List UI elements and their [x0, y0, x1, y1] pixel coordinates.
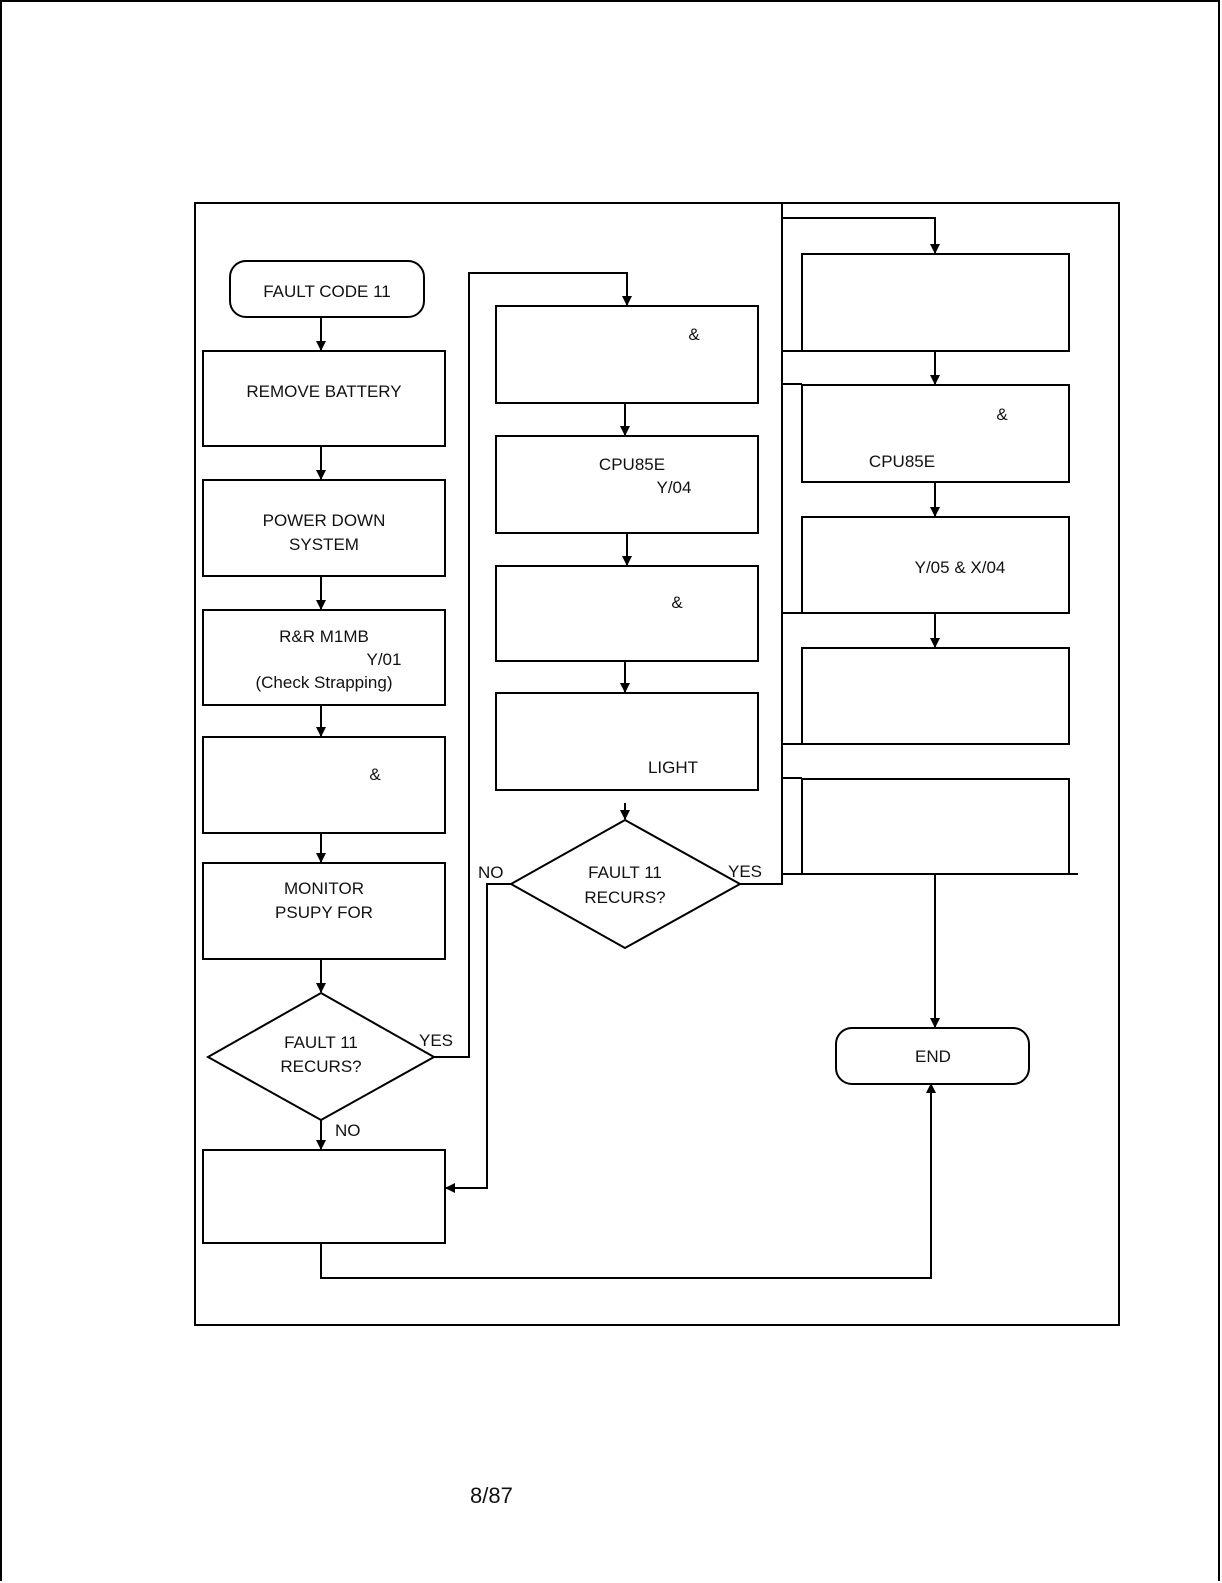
process-power-down[interactable] — [202, 479, 446, 577]
node-text-mid-2: CPU85E Y/04 — [599, 455, 692, 497]
node-text-decision-left: FAULT 11 RECURS? — [280, 1033, 361, 1076]
edge-label-mid-yes: YES — [728, 862, 762, 881]
node-text-decision-mid: FAULT 11 RECURS? — [584, 863, 665, 907]
node-text-end: END — [915, 1047, 951, 1066]
node-text-remove-battery: REMOVE BATTERY — [246, 382, 401, 401]
node-text-line: CPU85E — [869, 452, 935, 471]
node-text-line: FAULT 11 — [284, 1033, 358, 1052]
node-text-right-3: Y/05 & X/04 — [915, 558, 1006, 577]
process-remove-battery[interactable] — [202, 350, 446, 447]
node-text-line: & — [671, 593, 683, 612]
edge-label-left-yes: YES — [419, 1031, 453, 1050]
node-text-mid-4: LIGHT — [648, 758, 698, 777]
node-text-line: CPU85E — [599, 455, 665, 474]
decision-mid[interactable] — [508, 818, 743, 950]
node-text-line: POWER DOWN — [263, 511, 386, 530]
start-terminator[interactable] — [229, 260, 425, 318]
process-right-5[interactable] — [801, 778, 1070, 875]
connectors-mid — [445, 403, 782, 1193]
node-text-rr-m1mb: R&R M1MB Y/01 (Check Strapping) — [255, 627, 401, 692]
node-text-line: FAULT CODE 11 — [263, 282, 391, 301]
node-text-line: Y/01 — [367, 650, 402, 669]
node-text-line: PSUPY FOR — [275, 903, 373, 922]
edge-label-mid-no: NO — [478, 863, 504, 882]
node-text-line: RECURS? — [280, 1057, 361, 1076]
connectors-right — [782, 217, 1078, 1028]
node-text-line: Y/05 & X/04 — [915, 558, 1006, 577]
node-text-monitor: MONITOR PSUPY FOR — [275, 879, 373, 922]
node-text-line: (Check Strapping) — [255, 673, 392, 692]
node-text-line: SYSTEM — [289, 535, 359, 554]
process-right-3[interactable] — [801, 516, 1070, 614]
process-mid-3[interactable] — [495, 565, 759, 662]
process-monitor[interactable] — [202, 862, 446, 960]
process-right-4[interactable] — [801, 647, 1070, 745]
node-text-line: FAULT 11 — [588, 863, 662, 882]
edge-label-left-no: NO — [335, 1121, 361, 1140]
node-text-mid-3: & — [671, 593, 683, 612]
node-text-line: Y/04 — [657, 478, 692, 497]
node-text-right-2: & CPU85E — [869, 405, 1008, 471]
process-mid-2[interactable] — [495, 435, 759, 534]
diagram-frame — [194, 202, 1120, 1326]
process-mid-1[interactable] — [495, 305, 759, 404]
node-text-line: LIGHT — [648, 758, 698, 777]
node-text-line: MONITOR — [284, 879, 364, 898]
node-text-power-down: POWER DOWN SYSTEM — [263, 511, 386, 554]
node-text-line: & — [996, 405, 1008, 424]
page-number: 8/87 — [470, 1483, 513, 1508]
process-right-1[interactable] — [801, 253, 1070, 352]
node-text-line: & — [369, 765, 381, 784]
node-text-line: END — [915, 1047, 951, 1066]
node-text-line: R&R M1MB — [279, 627, 369, 646]
node-text-line: RECURS? — [584, 888, 665, 907]
process-bottom-left[interactable] — [202, 1149, 446, 1244]
node-text-line: & — [688, 325, 700, 344]
node-text-start: FAULT CODE 11 — [263, 282, 391, 301]
node-text-mid-1: & — [688, 325, 700, 344]
process-right-2[interactable] — [801, 384, 1070, 483]
process-mid-4[interactable] — [495, 692, 759, 791]
node-text-step-amp-left: & — [369, 765, 381, 784]
process-step-amp-left[interactable] — [202, 736, 446, 834]
node-text-line: REMOVE BATTERY — [246, 382, 401, 401]
connectors-left — [316, 272, 936, 1279]
process-rr-m1mb[interactable] — [202, 609, 446, 706]
